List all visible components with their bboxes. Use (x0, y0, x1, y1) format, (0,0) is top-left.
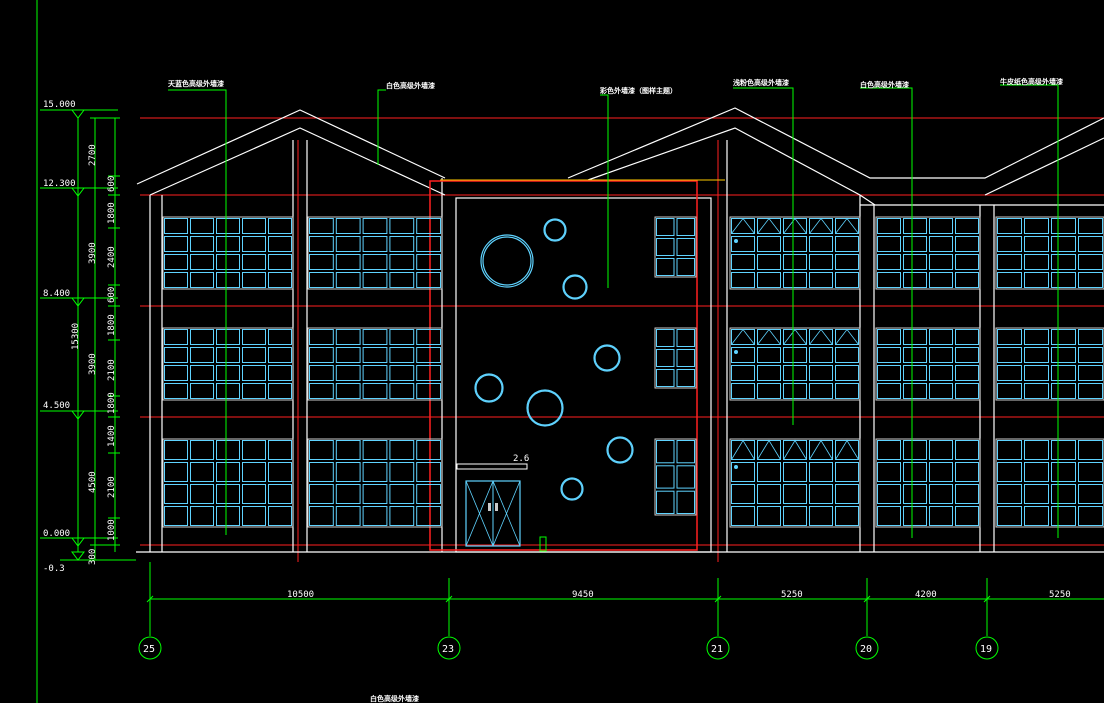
dim-label: 300 (88, 549, 98, 565)
dim-label: 1000 (107, 519, 117, 541)
window (162, 438, 294, 528)
elevation-label: 4.500 (43, 401, 70, 411)
callout-leaders (168, 84, 1059, 538)
window (995, 327, 1104, 401)
dim-label: 4200 (915, 590, 937, 600)
horizontal-dims (146, 562, 1104, 636)
axis-bubbles: 25 23 21 20 19 (138, 636, 999, 660)
level-lines (140, 117, 1104, 562)
window (729, 216, 861, 290)
callout-pink-paint: 浅粉色高级外墙漆 (733, 78, 789, 87)
dim-label: 2100 (107, 359, 117, 381)
axis-label: 21 (711, 644, 723, 655)
callout-kraft-paint: 牛皮纸色高级外墙漆 (1000, 77, 1063, 86)
dim-label: 600 (107, 287, 117, 303)
axis-label: 19 (980, 644, 992, 655)
dim-label: 5250 (781, 590, 803, 600)
dim-label: 1800 (107, 392, 117, 414)
window (875, 438, 981, 528)
window (875, 216, 981, 290)
dim-label: 1400 (107, 425, 117, 447)
axis-label: 23 (442, 644, 454, 655)
callout-sky-blue-paint: 天蓝色高级外墙漆 (168, 79, 224, 88)
dim-label: 2400 (107, 246, 117, 268)
dim-label: 9450 (572, 590, 594, 600)
feature-circles (474, 218, 634, 501)
axis-label: 20 (860, 644, 872, 655)
window (307, 438, 443, 528)
vertical-dim-ticks (90, 117, 120, 546)
elevation-markers (40, 109, 136, 561)
window (654, 216, 697, 278)
total-height-label: 15300 (71, 323, 81, 350)
elevation-label: 12.300 (43, 179, 76, 189)
callout-white-paint: 白色高级外墙漆 (386, 81, 435, 90)
dim-label: 3900 (88, 353, 98, 375)
dim-label: 2700 (88, 144, 98, 166)
callout-color-paint: 彩色外墙漆（图样主题） (599, 86, 677, 95)
canopy-label: 2.6 (513, 454, 529, 464)
elevation-label: 8.400 (43, 289, 70, 299)
entrance-door (456, 463, 547, 552)
axis-label: 25 (143, 644, 155, 655)
elevation-label: 0.000 (43, 529, 70, 539)
window (162, 327, 294, 401)
elevation-label: -0.3 (43, 564, 65, 574)
dim-label: 10500 (287, 590, 314, 600)
callout-white-paint-bottom: 白色高级外墙漆 (370, 694, 419, 703)
dim-label: 1800 (107, 314, 117, 336)
callout-white-paint-2: 白色高级外墙漆 (860, 80, 909, 89)
dim-label: 2100 (107, 476, 117, 498)
window (307, 216, 443, 290)
dim-label: 600 (107, 176, 117, 192)
elevation-labels: 15.000 12.300 8.400 4.500 0.000 -0.3 (43, 100, 76, 574)
window (729, 327, 861, 401)
dim-label: 3900 (88, 242, 98, 264)
window-group (162, 216, 1104, 528)
window (729, 438, 861, 528)
dim-label: 4500 (88, 471, 98, 493)
window (162, 216, 294, 290)
window (875, 327, 981, 401)
callouts: 天蓝色高级外墙漆 白色高级外墙漆 彩色外墙漆（图样主题） 浅粉色高级外墙漆 白色… (168, 77, 1063, 703)
window (654, 438, 697, 516)
window (995, 216, 1104, 290)
window (995, 438, 1104, 528)
dim-label: 5250 (1049, 590, 1071, 600)
horizontal-dim-labels: 10500 9450 5250 4200 5250 (287, 590, 1071, 600)
window (654, 327, 697, 389)
vertical-dim-labels: 2700 600 1800 3900 2400 600 1800 2100 39… (71, 144, 117, 565)
dim-label: 1800 (107, 202, 117, 224)
elevation-label: 15.000 (43, 100, 76, 110)
window (307, 327, 443, 401)
